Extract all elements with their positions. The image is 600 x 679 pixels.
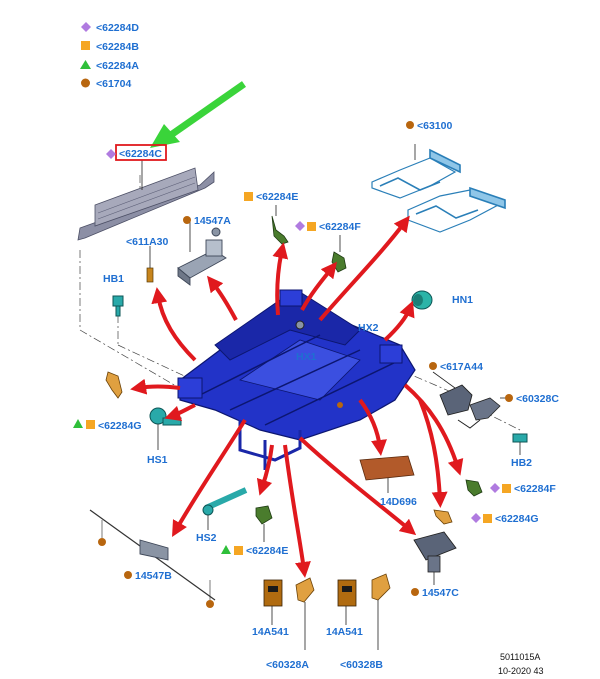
clip-part bbox=[271, 205, 289, 245]
circle-icon bbox=[429, 362, 437, 370]
square-icon bbox=[483, 514, 492, 523]
sensor-part bbox=[149, 407, 182, 450]
part-label: HB1 bbox=[103, 273, 124, 285]
bracket-part bbox=[263, 577, 315, 650]
part-label: <60328A bbox=[266, 659, 309, 671]
triangle-icon bbox=[80, 60, 91, 69]
bolt-part bbox=[146, 246, 154, 283]
triangle-icon bbox=[221, 545, 231, 554]
triangle-icon bbox=[73, 419, 83, 428]
connector-part bbox=[512, 433, 528, 455]
legend-text: <61704 bbox=[96, 78, 131, 90]
circle-icon bbox=[411, 588, 419, 596]
label-symbols bbox=[73, 121, 513, 596]
square-icon bbox=[81, 41, 90, 50]
part-label: <60328C bbox=[516, 393, 559, 405]
part-label: HX1 bbox=[296, 351, 317, 363]
part-label: <611A30 bbox=[126, 236, 168, 248]
motor-part bbox=[413, 531, 457, 585]
square-icon bbox=[234, 546, 243, 555]
clip-part bbox=[331, 235, 347, 273]
legend-item-square: <62284B bbox=[81, 41, 139, 53]
part-label: <62284G bbox=[495, 513, 539, 525]
diagram-code: 5011015A bbox=[500, 652, 540, 662]
circle-icon bbox=[124, 571, 132, 579]
highlight-box bbox=[115, 144, 167, 161]
legend-text: <62284B bbox=[96, 41, 139, 53]
circle-icon bbox=[81, 78, 90, 88]
legend-item-diamond: <62284D bbox=[81, 22, 139, 34]
diamond-icon bbox=[490, 483, 500, 493]
part-label: HS1 bbox=[147, 454, 168, 466]
part-label: 14A541 bbox=[326, 626, 363, 638]
heater-pad-part bbox=[359, 455, 415, 493]
sensor-part bbox=[202, 487, 248, 530]
part-label: <62284F bbox=[319, 221, 361, 233]
diamond-icon bbox=[295, 221, 305, 231]
part-label: <62284F bbox=[514, 483, 556, 495]
top-rail-part bbox=[77, 160, 215, 241]
circle-icon bbox=[406, 121, 414, 129]
part-label: <63100 bbox=[417, 120, 452, 132]
diagram-date: 10-2020 43 bbox=[498, 666, 544, 676]
callout-arrows bbox=[130, 215, 464, 578]
circle-icon bbox=[183, 216, 191, 224]
square-icon bbox=[86, 420, 95, 429]
part-label: 14A541 bbox=[252, 626, 289, 638]
part-label: 14547A bbox=[194, 215, 231, 227]
clip-part bbox=[465, 479, 483, 497]
part-label: <62284C bbox=[119, 148, 162, 160]
legend-item-circle: <61704 bbox=[81, 78, 131, 90]
actuator-part bbox=[432, 371, 510, 429]
part-label: <617A44 bbox=[440, 361, 483, 373]
square-icon bbox=[307, 222, 316, 231]
part-label: 14547B bbox=[135, 570, 172, 582]
diamond-icon bbox=[81, 22, 91, 32]
part-label: <60328B bbox=[340, 659, 383, 671]
legend-text: <62284D bbox=[96, 22, 139, 34]
part-label: 14547C bbox=[422, 587, 459, 599]
connector-part bbox=[112, 295, 124, 317]
diamond-icon bbox=[106, 149, 116, 159]
circle-icon bbox=[505, 394, 513, 402]
legend-text: <62284A bbox=[96, 60, 139, 72]
clip-part bbox=[255, 505, 273, 542]
part-label: <62284E bbox=[246, 545, 288, 557]
square-icon bbox=[502, 484, 511, 493]
footer: 5011015A 10-2020 43 bbox=[498, 652, 544, 676]
part-label: HB2 bbox=[511, 457, 532, 469]
diamond-icon bbox=[471, 513, 481, 523]
connector-part bbox=[411, 290, 433, 310]
clip-part bbox=[105, 371, 123, 399]
seat-frame bbox=[177, 289, 416, 470]
part-label: <62284G bbox=[98, 420, 142, 432]
motor-part bbox=[177, 222, 227, 286]
square-icon bbox=[244, 192, 253, 201]
part-labels: <62284C <63100 <62284E 14547A <62284F <6… bbox=[98, 120, 559, 671]
part-label: HN1 bbox=[452, 294, 473, 306]
part-label: HS2 bbox=[196, 532, 217, 544]
legend-item-triangle: <62284A bbox=[80, 60, 139, 72]
part-label: <62284E bbox=[256, 191, 298, 203]
part-label: HX2 bbox=[358, 322, 379, 334]
wire-mat-part bbox=[371, 144, 506, 233]
bracket-part bbox=[337, 573, 391, 650]
motor-part bbox=[89, 509, 216, 608]
clip-part bbox=[433, 509, 453, 525]
part-label: 14D696 bbox=[380, 496, 417, 508]
legend: <62284D <62284B <62284A <61704 bbox=[80, 22, 139, 90]
green-pointer-arrow bbox=[150, 81, 247, 148]
